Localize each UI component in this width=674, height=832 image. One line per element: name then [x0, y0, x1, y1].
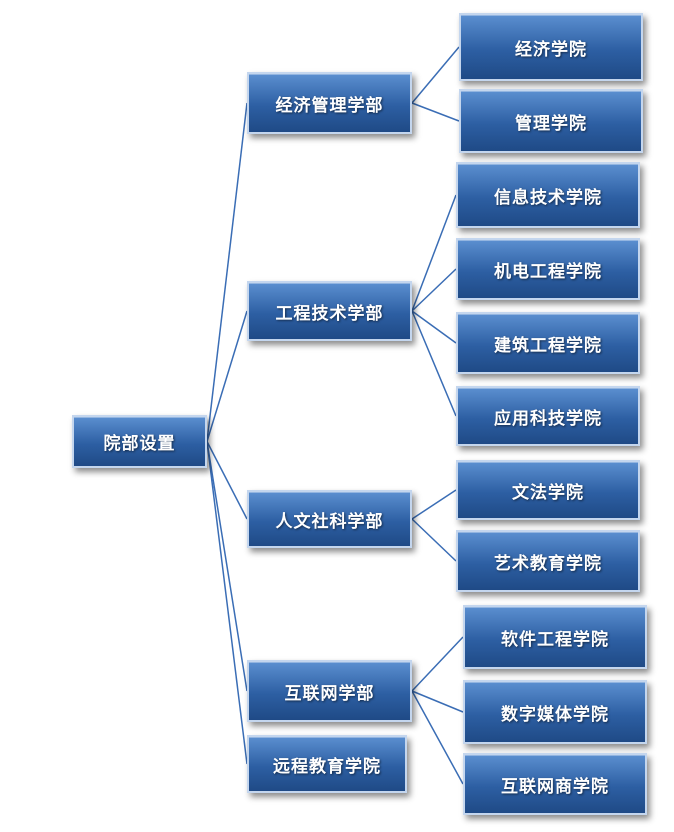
division-node-engineering-technology: 工程技术学部 — [247, 281, 412, 341]
college-node-art-education: 艺术教育学院 — [456, 530, 640, 592]
connector-line — [411, 268, 457, 312]
connector-line — [411, 194, 457, 312]
connector-line — [411, 518, 457, 562]
connector-line — [206, 441, 248, 692]
college-node-software-engineering: 软件工程学院 — [463, 605, 647, 669]
connector-line — [206, 310, 248, 442]
connector-line — [206, 441, 248, 765]
college-node-applied-science-technology: 应用科技学院 — [456, 386, 640, 446]
connector-line — [411, 102, 460, 122]
college-node-internet-business: 互联网商学院 — [463, 753, 647, 815]
division-node-economics-management: 经济管理学部 — [247, 72, 412, 134]
college-node-management: 管理学院 — [459, 89, 643, 153]
college-node-mechatronics-engineering: 机电工程学院 — [456, 238, 640, 300]
connector-line — [411, 46, 460, 104]
college-node-architectural-engineering: 建筑工程学院 — [456, 312, 640, 374]
connector-line — [411, 636, 464, 692]
college-node-humanities-law: 文法学院 — [456, 460, 640, 520]
division-node-internet: 互联网学部 — [247, 660, 412, 722]
connector-line — [206, 102, 248, 442]
division-node-humanities-social-sciences: 人文社科学部 — [247, 490, 412, 548]
connector-line — [411, 310, 457, 417]
college-node-digital-media: 数字媒体学院 — [463, 680, 647, 744]
division-node-distance-education: 远程教育学院 — [247, 735, 407, 793]
connector-line — [411, 690, 464, 785]
college-node-information-technology: 信息技术学院 — [456, 162, 640, 228]
connector-line — [411, 489, 457, 520]
connector-line — [411, 310, 457, 344]
root-node: 院部设置 — [72, 415, 207, 468]
connector-line — [206, 441, 248, 520]
college-node-economics: 经济学院 — [459, 13, 643, 81]
connector-line — [411, 690, 464, 713]
